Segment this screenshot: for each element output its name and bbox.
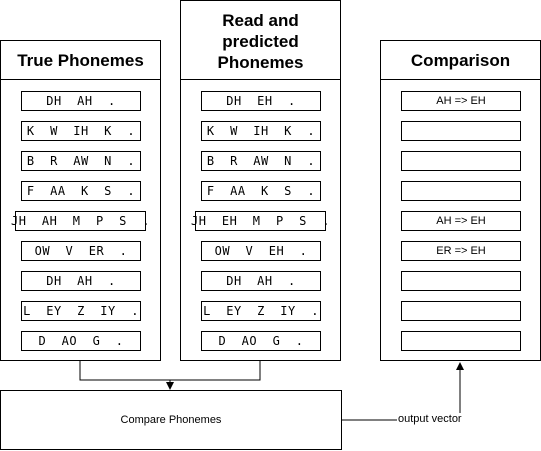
predicted-phoneme-row: F AA K S . xyxy=(201,181,321,201)
output-connector xyxy=(342,362,464,421)
predicted-phoneme-row: B R AW N . xyxy=(201,151,321,171)
predicted-phoneme-row: K W IH K . xyxy=(201,121,321,141)
true-phoneme-row: JH AH M P S . xyxy=(11,211,150,231)
comparison-title: Comparison xyxy=(410,51,511,70)
predicted-title-line: Read and xyxy=(222,11,299,30)
comparison-row xyxy=(401,121,521,141)
true-phoneme-row: K W IH K . xyxy=(21,121,141,141)
true-phonemes-panel: True Phonemes DH AH . K W IH K . B R AW N … xyxy=(0,40,161,361)
predicted-phoneme-row: DH AH . xyxy=(201,271,321,291)
true-phoneme-row: F AA K S . xyxy=(21,181,141,201)
output-vector-label: output vector xyxy=(397,413,463,426)
comparison-row xyxy=(401,181,521,201)
title-separator xyxy=(1,79,160,80)
predicted-title-line: predicted xyxy=(222,32,299,51)
predicted-phoneme-row: DH EH . xyxy=(201,91,321,111)
compare-phonemes-label: Compare Phonemes xyxy=(120,414,222,426)
title-separator xyxy=(381,79,540,80)
comparison-row xyxy=(401,271,521,291)
true-phoneme-row: D AO G . xyxy=(21,331,141,351)
true-phonemes-title: True Phonemes xyxy=(17,51,144,70)
comparison-row xyxy=(401,151,521,171)
comparison-row: ER => EH xyxy=(401,241,521,261)
predicted-phoneme-row: OW V EH . xyxy=(201,241,321,261)
comparison-row: AH => EH xyxy=(401,211,521,231)
predicted-phonemes-title: Read and predicted Phonemes xyxy=(181,10,340,73)
comparison-panel: Comparison AH => EH AH => EH ER => EH xyxy=(380,40,541,361)
compare-phonemes-box: Compare Phonemes xyxy=(0,390,342,450)
predicted-phonemes-panel: Read and predicted Phonemes DH EH . K W I… xyxy=(180,0,341,361)
title-separator xyxy=(181,79,340,80)
comparison-row: AH => EH xyxy=(401,91,521,111)
true-phoneme-row: B R AW N . xyxy=(21,151,141,171)
predicted-title-line: Phonemes xyxy=(217,53,304,72)
true-phoneme-row: DH AH . xyxy=(21,271,141,291)
true-phoneme-row: OW V ER . xyxy=(21,241,141,261)
comparison-row xyxy=(401,331,521,351)
true-phoneme-row: DH AH . xyxy=(21,91,141,111)
predicted-phoneme-row: D AO G . xyxy=(201,331,321,351)
true-phoneme-row: L EY Z IY . xyxy=(21,301,141,321)
comparison-row xyxy=(401,301,521,321)
predicted-phoneme-row: JH EH M P S . xyxy=(191,211,330,231)
merge-connector xyxy=(79,361,261,381)
predicted-phoneme-row: L EY Z IY . xyxy=(201,301,321,321)
